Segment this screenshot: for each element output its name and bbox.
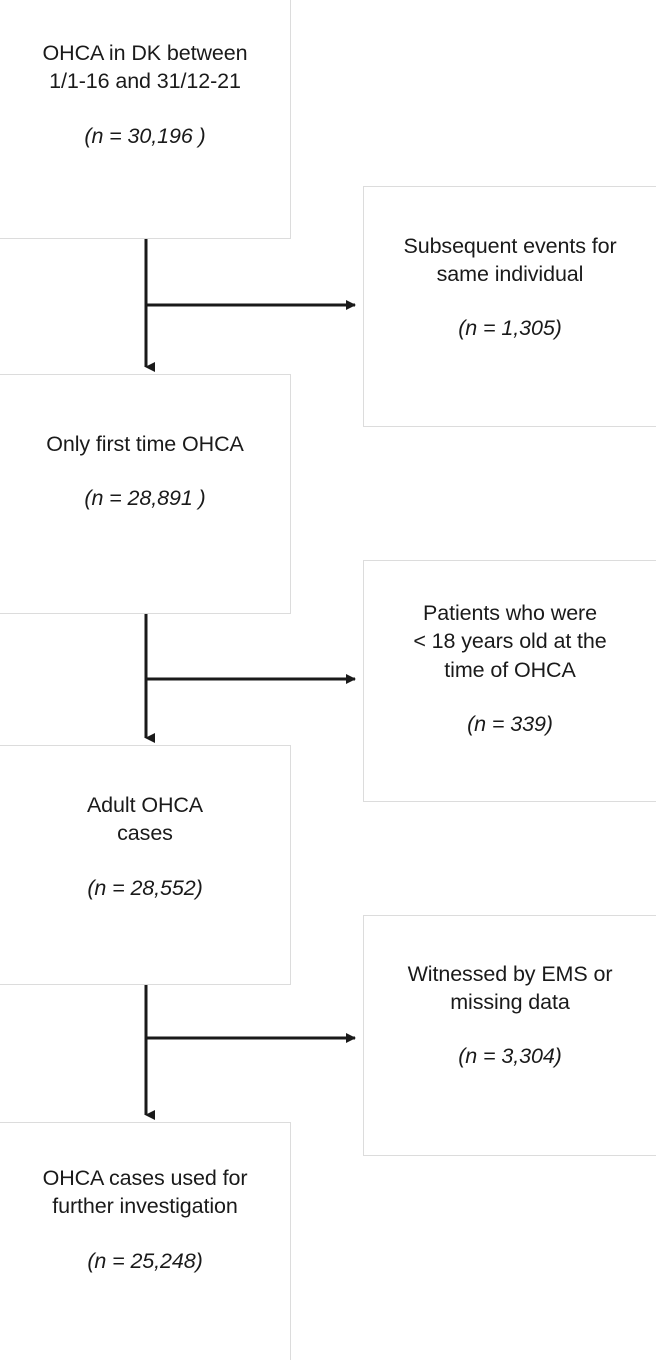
node-first-time-ohca-title: Only first time OHCA: [46, 432, 244, 456]
node-exclusion-ems-or-missing-count: (n = 3,304): [458, 1043, 562, 1068]
node-adult-ohca-cases-title: Adult OHCA cases: [86, 793, 204, 846]
node-exclusion-subsequent-events-title: Subsequent events for same individual: [403, 234, 617, 287]
node-adult-ohca-cases-count: (n = 28,552): [87, 875, 203, 900]
node-total-ohca-count: (n = 30,196 ): [84, 123, 206, 148]
node-adult-ohca-cases: Adult OHCA cases (n = 28,552): [0, 745, 291, 985]
node-final-ohca-cases: OHCA cases used for further investigatio…: [0, 1122, 291, 1360]
node-final-ohca-cases-title: OHCA cases used for further investigatio…: [42, 1166, 248, 1219]
node-total-ohca: OHCA in DK between 1/1-16 and 31/12-21 (…: [0, 0, 291, 239]
node-exclusion-ems-or-missing: Witnessed by EMS or missing data (n = 3,…: [363, 915, 656, 1156]
node-exclusion-subsequent-events-count: (n = 1,305): [458, 315, 562, 340]
node-exclusion-subsequent-events: Subsequent events for same individual (n…: [363, 186, 656, 427]
node-first-time-ohca: Only first time OHCA (n = 28,891 ): [0, 374, 291, 614]
node-exclusion-minors-title: Patients who were < 18 years old at the …: [413, 601, 607, 682]
node-first-time-ohca-count: (n = 28,891 ): [84, 486, 206, 511]
node-exclusion-minors: Patients who were < 18 years old at the …: [363, 560, 656, 802]
node-final-ohca-cases-count: (n = 25,248): [87, 1248, 203, 1273]
node-total-ohca-title: OHCA in DK between 1/1-16 and 31/12-21: [42, 41, 248, 94]
node-exclusion-minors-count: (n = 339): [467, 712, 553, 737]
node-exclusion-ems-or-missing-title: Witnessed by EMS or missing data: [407, 962, 613, 1015]
